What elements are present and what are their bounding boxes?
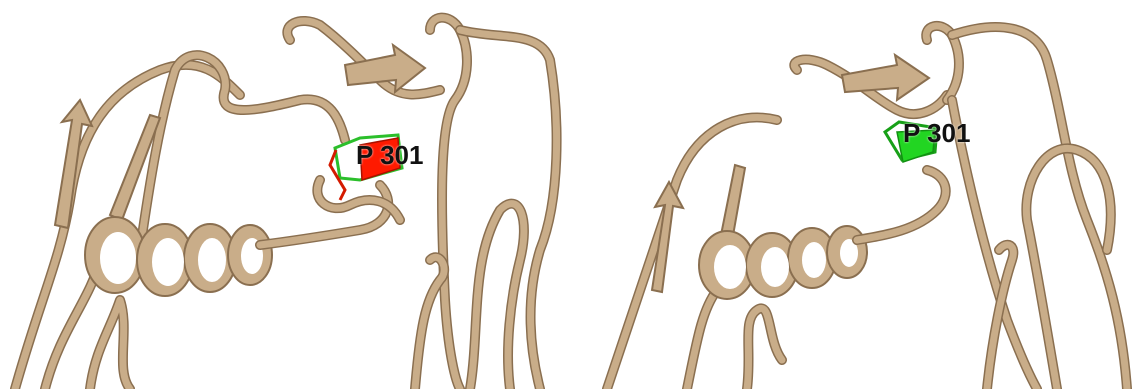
residue-label-right: P 301 bbox=[903, 118, 970, 149]
protein-ribbon-right bbox=[567, 0, 1134, 389]
structure-panel-left: P 301 bbox=[0, 0, 567, 389]
structure-panel-right: P 301 bbox=[567, 0, 1134, 389]
residue-label-left: P 301 bbox=[356, 140, 423, 171]
protein-ribbon-left bbox=[0, 0, 567, 389]
